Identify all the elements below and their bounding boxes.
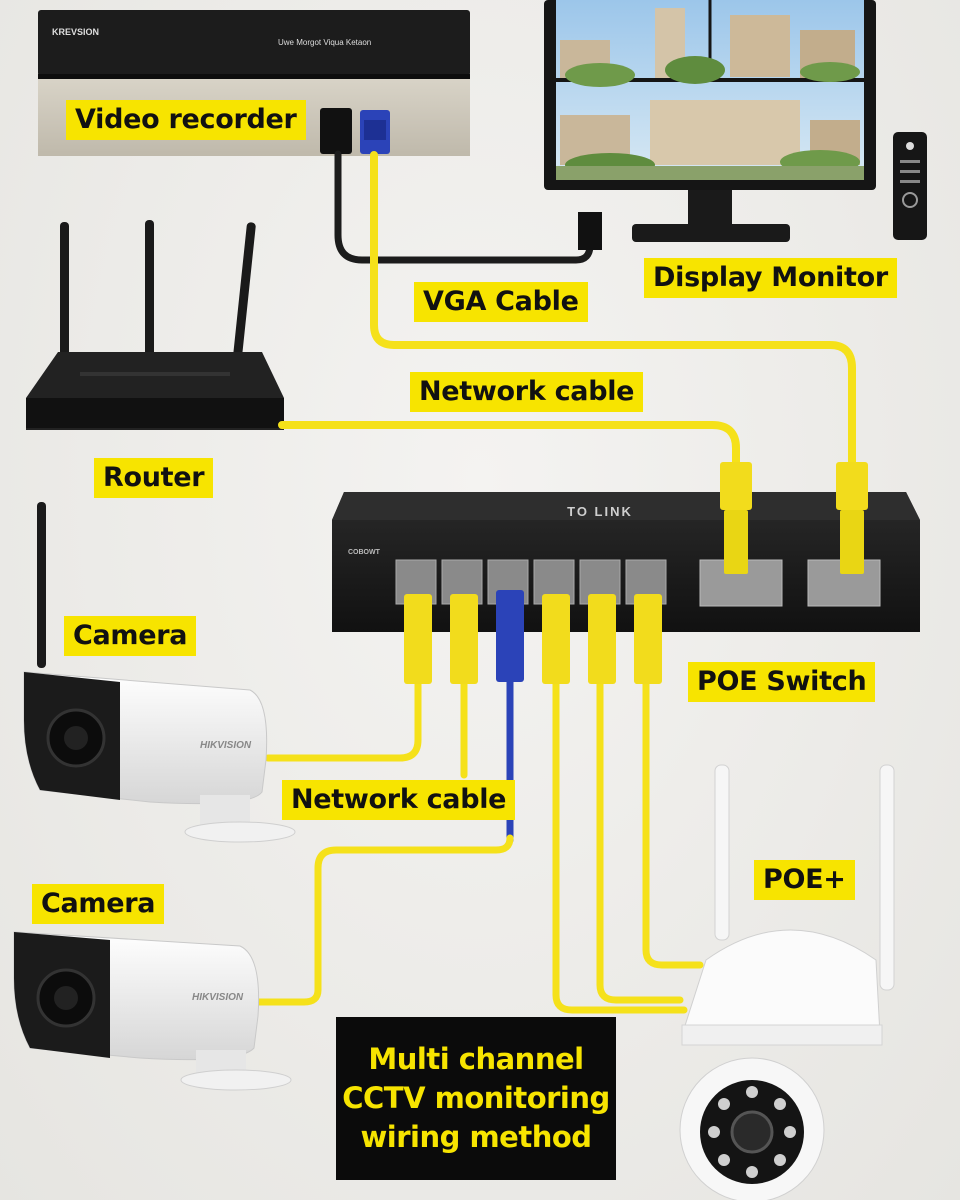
cables — [254, 150, 856, 1014]
label-display-monitor: Display Monitor — [644, 258, 897, 298]
label-poe-plus: POE+ — [754, 860, 855, 900]
title-line-3: wiring method — [360, 1120, 592, 1155]
title-line-1: Multi channel — [368, 1041, 584, 1076]
label-camera-1: Camera — [64, 616, 197, 656]
label-video-recorder: Video recorder — [66, 100, 306, 140]
switch-brand-text: TO LINK — [567, 504, 633, 519]
label-vga-cable: VGA Cable — [414, 282, 588, 322]
label-camera-2: Camera — [32, 884, 165, 924]
remote-control — [893, 132, 927, 240]
ptz-camera — [679, 764, 895, 1200]
label-poe-switch: POE Switch — [688, 662, 876, 702]
bullet-camera-2: HIKVISION — [13, 931, 292, 1091]
display-monitor-device — [544, 0, 876, 242]
switch-model-text: COBOWT — [348, 549, 381, 556]
title-line-2: CCTV monitoring — [342, 1080, 610, 1115]
label-network-cable-top: Network cable — [410, 372, 644, 412]
diagram-title-box: Multi channel CCTV monitoring wiring met… — [336, 1017, 616, 1180]
label-router: Router — [94, 458, 214, 498]
poe-switch-device: TO LINK COBOWT — [332, 462, 920, 684]
label-network-cable-bottom: Network cable — [282, 780, 516, 820]
router-device — [26, 220, 284, 430]
recorder-panel-text: Uwe Morgot Viqua Ketaon — [278, 38, 371, 47]
camera-2-brand: HIKVISION — [192, 992, 244, 1003]
bullet-camera-1: HIKVISION — [23, 502, 296, 843]
recorder-brand-text: KREVSION — [52, 27, 99, 37]
camera-1-brand: HIKVISION — [200, 740, 252, 751]
